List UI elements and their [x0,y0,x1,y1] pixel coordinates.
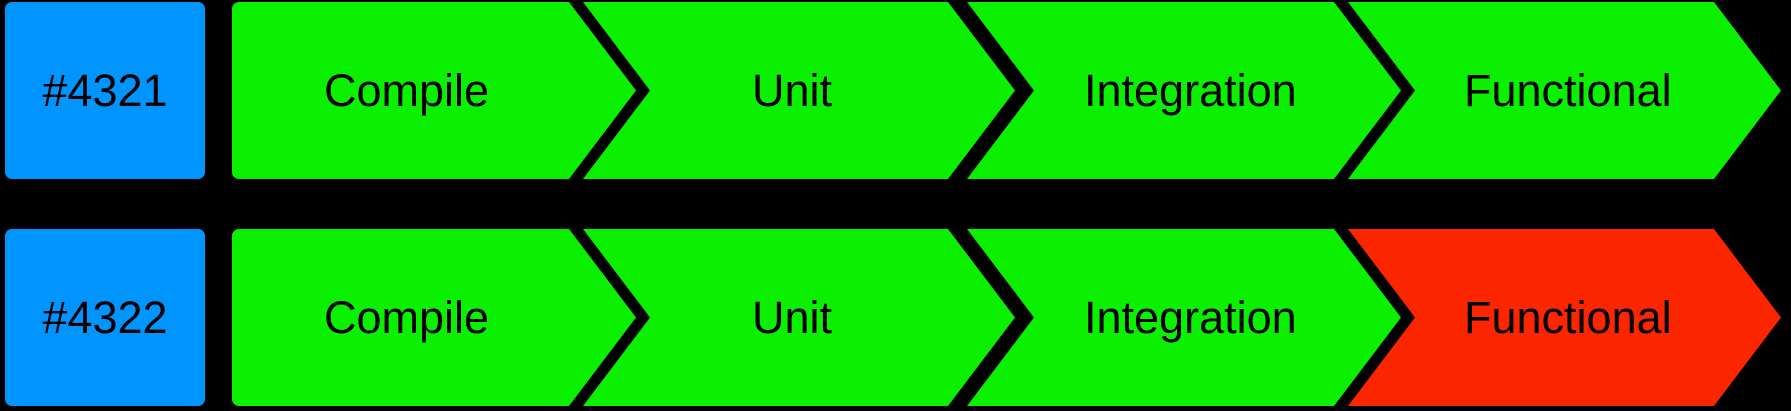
stage-chevron-shape [576,2,1015,179]
stage-functional[interactable]: Functional [1341,2,1781,179]
stage-integration[interactable]: Integration [960,229,1401,406]
pipeline-row: #4322 Compile Unit [0,229,1791,406]
stage-chevron-shape [1341,2,1781,179]
stage-unit[interactable]: Unit [576,229,1015,406]
stage-chevron-shape [1341,229,1781,406]
stage-chevron-shape [232,2,636,179]
stage-chevron-shape [576,229,1015,406]
stage-chevron-shape [232,229,636,406]
stage-chevron-shape [960,229,1401,406]
build-id-chip[interactable]: #4321 [5,2,205,179]
stage-functional[interactable]: Functional [1341,229,1781,406]
build-id-label: #4322 [42,292,168,343]
pipeline-row: #4321 Compile Unit [0,2,1791,179]
stage-chevron-shape [960,2,1401,179]
stage-strip: Compile Unit Integration [0,229,1791,406]
build-id-chip[interactable]: #4322 [5,229,205,406]
build-id-label: #4321 [42,65,168,116]
stage-integration[interactable]: Integration [960,2,1401,179]
stage-strip: Compile Unit Integration [0,2,1791,179]
stage-unit[interactable]: Unit [576,2,1015,179]
